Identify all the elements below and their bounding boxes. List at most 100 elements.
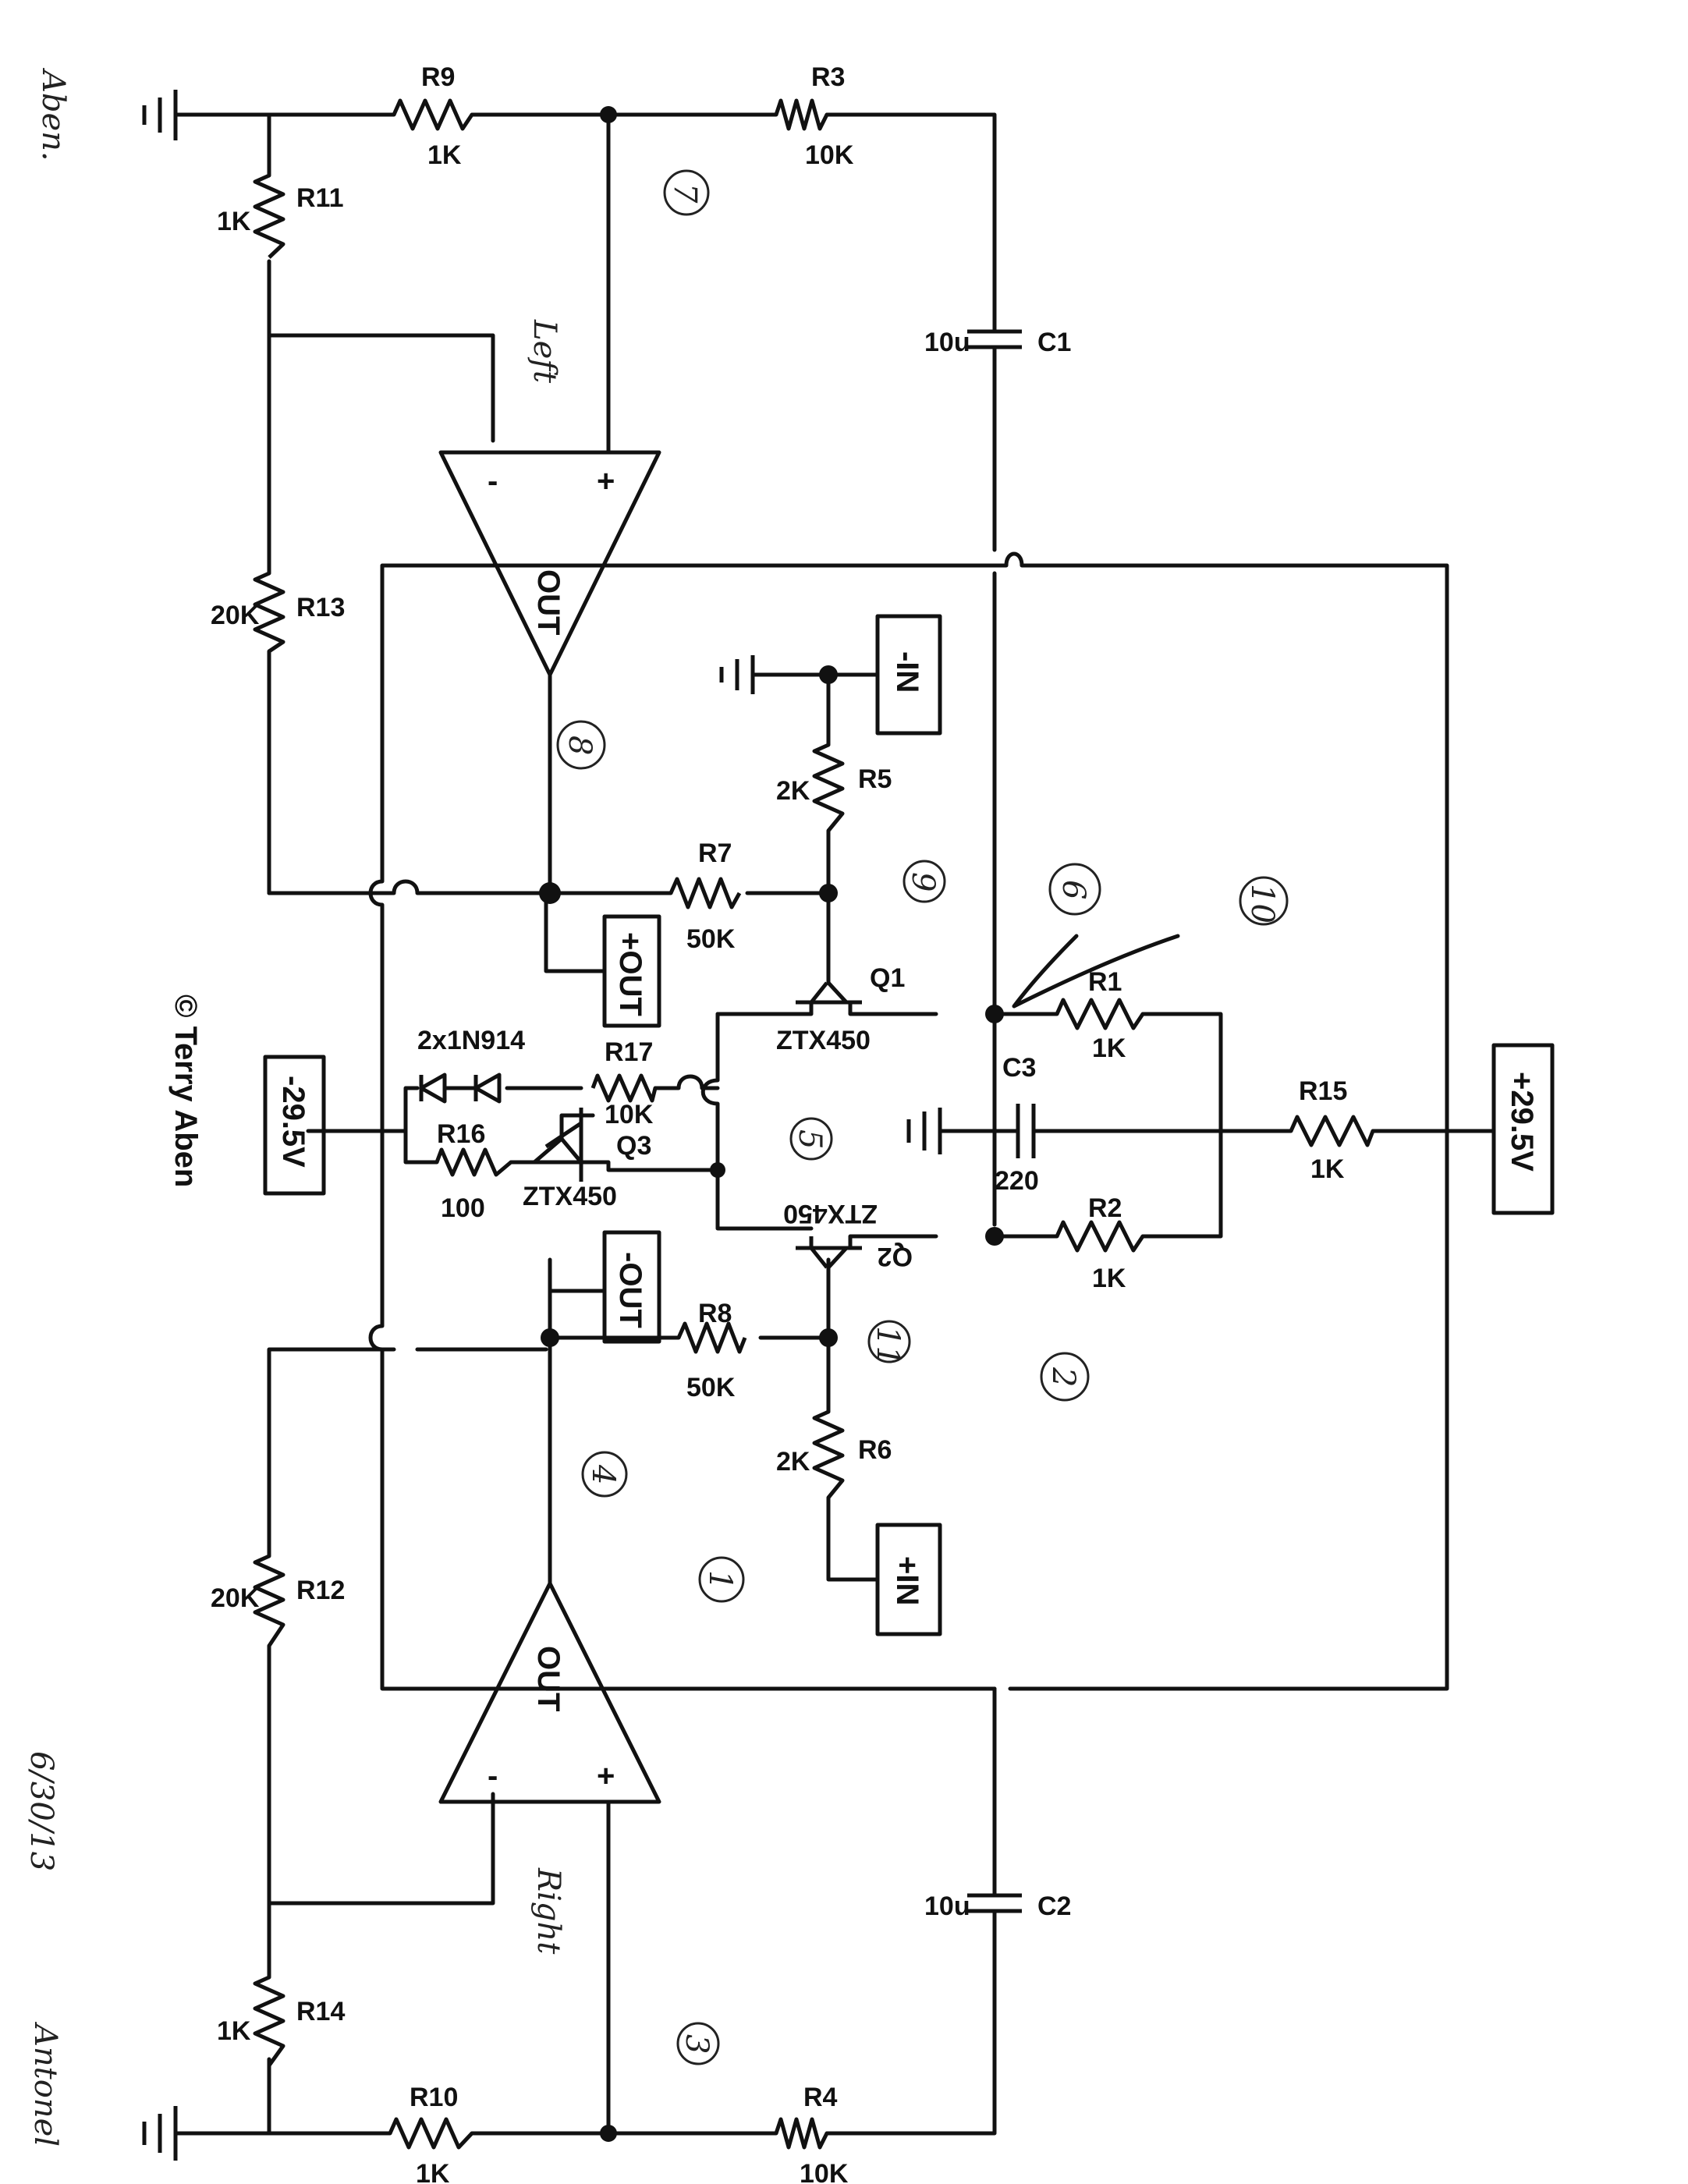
label-c3: C3 [1002,1053,1036,1083]
resistor-r16 [434,1147,512,1177]
test-point-7: 7 [667,183,703,204]
type-q1: ZTX450 [776,1026,871,1055]
value-c2: 10u [924,1892,970,1921]
ground-icon-c3 [906,1108,942,1154]
test-point-11: 11 [870,1326,906,1366]
copyright-text: © Terry Aben [168,994,203,1187]
port-neg-supply: -29.5V [276,1076,310,1168]
value-r1: 1K [1092,1034,1126,1063]
value-c1: 10u [924,328,970,357]
label-r6: R6 [858,1435,892,1465]
resistor-r10 [388,2117,473,2150]
diode-1n914-a [419,1072,447,1104]
port-box-pos-supply [1491,1043,1555,1215]
label-r17: R17 [605,1037,653,1067]
value-r9: 1K [427,140,462,170]
diode-1n914-b [442,1072,502,1104]
value-r7: 50K [686,924,736,954]
opamp-left-minus: - [488,464,498,498]
label-r1: R1 [1088,967,1122,997]
label-r8: R8 [698,1299,732,1328]
opamp-left-plus: + [597,464,615,498]
label-r10: R10 [410,2083,458,2112]
handwritten-name-top: Aben. [35,67,71,161]
wires [173,112,1496,2136]
value-r5: 2K [776,776,810,806]
opamp-left [438,450,661,677]
resistor-r13 [253,571,285,654]
label-r7: R7 [698,838,732,868]
test-point-1: 1 [702,1570,738,1590]
ground-icon-in [719,655,755,694]
resistor-r15 [1289,1115,1375,1147]
labels: R9 1K R3 10K R11 1K C1 10u R13 20K R5 2K… [23,62,1539,2184]
label-r9: R9 [421,62,455,92]
test-point-10: 10 [1244,884,1280,924]
value-r17: 10K [605,1100,654,1129]
value-r2: 1K [1092,1264,1126,1293]
test-point-4: 4 [585,1464,621,1484]
test-point-9: 9 [905,872,941,892]
test-point-3: 3 [679,2034,715,2054]
label-r5: R5 [858,764,892,794]
value-r10: 1K [416,2159,450,2184]
opamp-left-out: OUT [531,569,566,635]
junction-dots [539,106,1004,2142]
handwritten-right: Right [530,1867,566,1955]
port-neg-in: -IN [890,651,924,693]
resistor-r14 [253,1975,285,2067]
resistor-r4 [774,2117,829,2150]
value-c3: 220 [995,1166,1039,1196]
value-r14: 1K [217,2016,251,2046]
port-neg-out: -OUT [613,1252,647,1328]
label-q2: Q2 [878,1242,913,1271]
resistor-r11 [253,173,285,259]
handwritten-name-bottom: Antonel [27,2021,63,2147]
label-r11: R11 [296,183,344,213]
port-box-neg-in [875,614,942,736]
label-r3: R3 [811,62,845,92]
value-r16: 100 [441,1193,485,1223]
capacitor-c1 [967,317,1022,361]
handwritten-left: Left [527,319,562,384]
value-r13: 20K [211,601,260,630]
type-q2: ZTX450 [783,1199,878,1228]
resistor-r17 [590,1073,658,1103]
port-box-pos-in [875,1523,942,1636]
value-r12: 20K [211,1583,260,1613]
label-r2: R2 [1088,1193,1122,1223]
label-q1: Q1 [870,963,905,993]
port-box-neg-out [602,1230,661,1344]
transistor-q3 [534,1108,595,1182]
test-point-5: 5 [792,1129,828,1149]
value-r6: 2K [776,1447,810,1477]
type-q3: ZTX450 [523,1182,617,1211]
port-pos-out: +OUT [613,932,647,1016]
port-pos-supply: +29.5V [1505,1072,1539,1172]
test-point-6: 6 [1055,880,1091,899]
label-r13: R13 [296,593,345,622]
label-r4: R4 [803,2083,838,2112]
resistor-r6 [812,1409,845,1499]
label-r12: R12 [296,1576,345,1605]
resistor-r2 [1055,1220,1145,1253]
resistor-r8 [676,1321,747,1354]
capacitor-c3 [1000,1104,1048,1158]
label-r14: R14 [296,1997,345,2026]
test-point-8: 8 [562,736,598,755]
label-r15: R15 [1299,1076,1347,1106]
opamp-right [438,1581,661,1804]
resistor-r3 [774,98,829,131]
test-point-2: 2 [1045,1367,1081,1387]
opamp-right-out: OUT [531,1646,566,1711]
transistor-q1 [796,895,862,1014]
opamp-right-minus: - [488,1759,498,1793]
test-point-markers [556,169,1289,2065]
port-box-pos-out [602,914,661,1028]
transistor-q2 [796,1236,862,1269]
resistor-r12 [253,1554,285,1647]
label-c1: C1 [1037,328,1071,357]
opamp-right-plus: + [597,1759,615,1793]
